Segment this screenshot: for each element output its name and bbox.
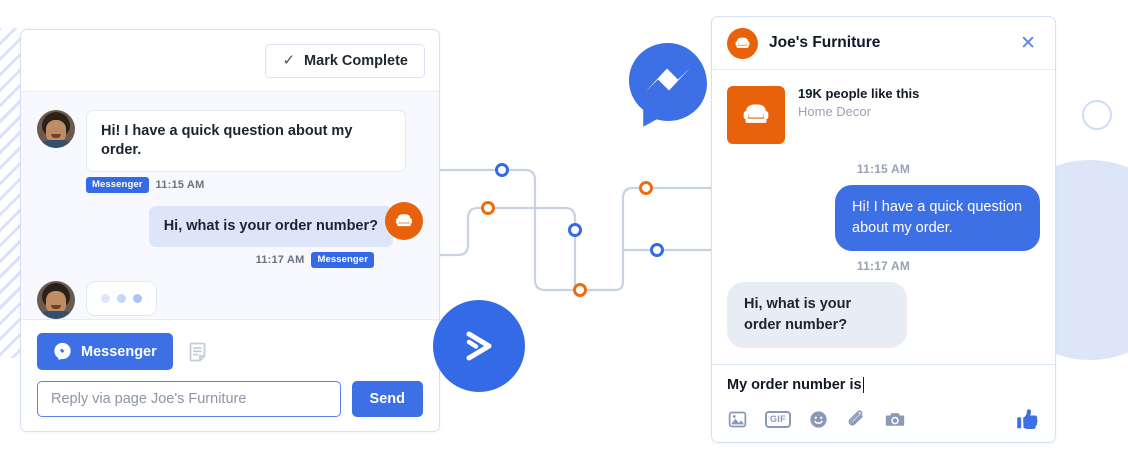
page-category: Home Decor — [798, 104, 871, 119]
messenger-bubble-icon — [54, 342, 71, 361]
message-row-incoming: Hi! I have a quick question about my ord… — [37, 110, 423, 172]
node-orange-1 — [481, 201, 495, 215]
page-info: 19K people like this Home Decor — [727, 86, 1040, 144]
messenger-composer: My order number is GIF — [712, 364, 1055, 442]
messenger-logo — [622, 38, 714, 130]
page-likes: 19K people like this — [798, 86, 920, 101]
photo-icon[interactable] — [727, 409, 748, 430]
thread-timestamp: 11:15 AM — [856, 162, 911, 176]
typing-indicator-row — [37, 280, 423, 319]
message-timestamp: 11:17 AM — [255, 253, 305, 266]
messenger-header: Joe's Furniture ✕ — [712, 17, 1055, 70]
typing-dot-3 — [133, 293, 142, 303]
send-button[interactable]: Send — [351, 381, 423, 417]
messenger-compose-value: My order number is — [727, 377, 862, 393]
armchair-icon — [735, 37, 750, 48]
customer-avatar — [37, 280, 75, 319]
composer-input-row: Send — [37, 381, 423, 417]
page-logo — [727, 27, 758, 59]
page-title: Joe's Furniture — [769, 34, 881, 51]
node-orange-3 — [639, 181, 653, 195]
message-timestamp: 11:15 AM — [155, 178, 205, 191]
camera-icon[interactable] — [884, 408, 906, 430]
message-row-outgoing: Hi, what is your order number? — [37, 201, 423, 247]
typing-dot-2 — [117, 293, 126, 303]
gif-icon[interactable]: GIF — [765, 410, 791, 428]
armchair-icon — [396, 213, 412, 226]
conversation-header: ✓ Mark Complete — [21, 30, 439, 92]
text-caret — [862, 377, 865, 393]
activecampaign-logo — [433, 300, 525, 392]
thumbs-up-icon[interactable] — [1014, 406, 1040, 432]
page-thumbnail — [727, 86, 785, 144]
thread-bubble-outgoing: Hi! I have a quick question about my ord… — [835, 185, 1040, 252]
emoji-icon[interactable] — [808, 409, 829, 430]
activecampaign-chevron-icon — [466, 331, 492, 361]
note-icon[interactable] — [187, 340, 211, 364]
message-bubble-incoming: Hi! I have a quick question about my ord… — [86, 110, 406, 172]
composer: Messenger Send — [21, 319, 439, 431]
channel-badge: Messenger — [86, 176, 149, 193]
attachment-icon[interactable] — [846, 409, 867, 430]
thread-bubble-incoming: Hi, what is your order number? — [727, 282, 907, 349]
thread-timestamp: 11:17 AM — [856, 259, 911, 274]
node-blue-1 — [495, 163, 509, 177]
messenger-channel-label: Messenger — [81, 343, 157, 360]
thread-row-outgoing: Hi! I have a quick question about my ord… — [727, 185, 1040, 252]
check-icon: ✓ — [282, 52, 296, 69]
mark-complete-label: Mark Complete — [304, 52, 408, 69]
messenger-composer-icons: GIF — [727, 406, 1040, 432]
node-blue-2 — [568, 223, 582, 237]
message-list: Hi! I have a quick question about my ord… — [21, 92, 439, 319]
message-bubble-outgoing: Hi, what is your order number? — [148, 205, 393, 247]
thread-row-incoming: Hi, what is your order number? — [727, 282, 1040, 349]
messenger-channel-button[interactable]: Messenger — [37, 333, 173, 370]
ring-circle-decoration — [1082, 100, 1112, 130]
mark-complete-button[interactable]: ✓ Mark Complete — [265, 43, 425, 78]
messenger-thread: 19K people like this Home Decor 11:15 AM… — [712, 70, 1055, 364]
typing-dot-1 — [101, 293, 110, 303]
channel-badge: Messenger — [311, 251, 374, 268]
message-meta-incoming: Messenger 11:15 AM — [86, 176, 423, 193]
close-icon[interactable]: ✕ — [1020, 32, 1036, 54]
joes-furniture-avatar — [385, 201, 423, 240]
armchair-icon — [743, 104, 769, 123]
node-orange-2 — [573, 283, 587, 297]
messenger-compose-field[interactable]: My order number is — [727, 377, 1040, 393]
reply-input[interactable] — [37, 381, 341, 417]
message-meta-outgoing: 11:17 AM Messenger — [37, 251, 374, 268]
messenger-preview-panel: Joe's Furniture ✕ 19K people like this H… — [711, 16, 1056, 443]
messenger-bubble-icon — [629, 43, 707, 127]
composer-tools: Messenger — [37, 333, 423, 370]
connector-circuit — [430, 163, 730, 297]
conversation-panel: ✓ Mark Complete Hi! I have a quick quest… — [20, 29, 440, 432]
node-blue-3 — [650, 243, 664, 257]
customer-avatar — [37, 110, 75, 148]
typing-indicator — [86, 280, 157, 316]
